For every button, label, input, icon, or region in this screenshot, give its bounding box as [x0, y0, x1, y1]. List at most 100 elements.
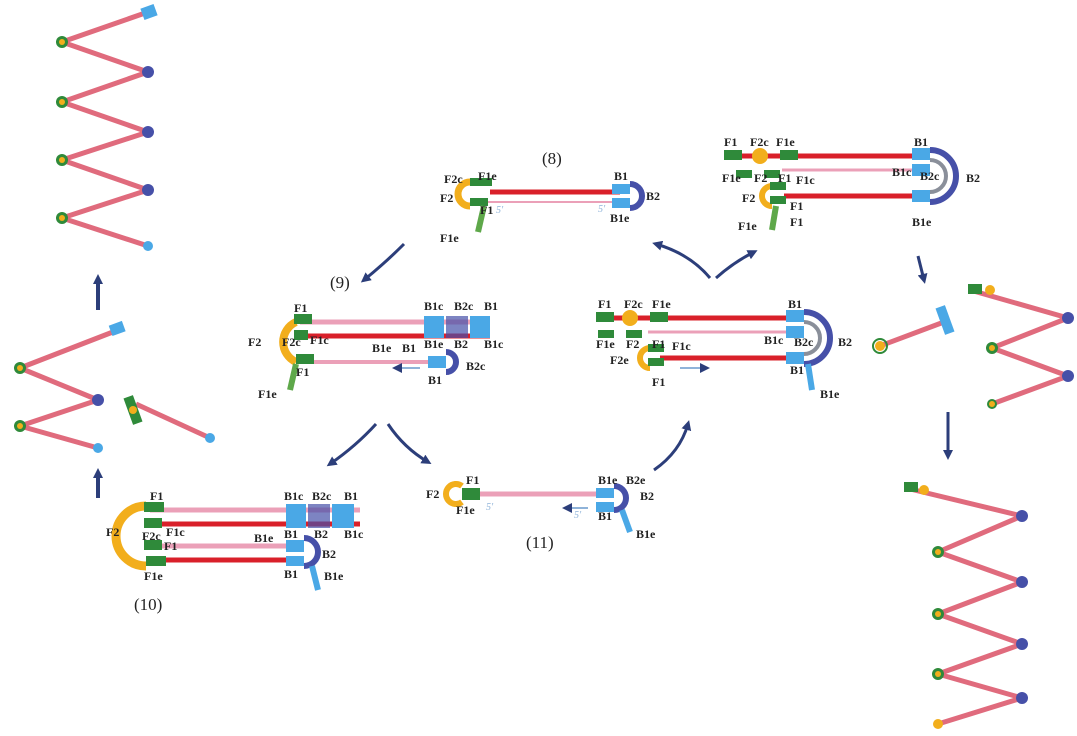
tr-label-f1e: F1e — [776, 135, 795, 149]
label-f2c: F2c — [444, 172, 463, 186]
s9-label-b1c-2: B1c — [484, 337, 504, 351]
label-b1: B1 — [614, 169, 628, 183]
step-label-11: (11) — [526, 533, 554, 552]
s11-label-b1: B1 — [598, 509, 612, 523]
s11-label-b2: B2 — [640, 489, 654, 503]
tr-label-f1-b: F1 — [790, 199, 803, 213]
s10-label-b1c: B1c — [284, 489, 304, 503]
s10-label-b2: B2 — [314, 527, 328, 541]
tr-label-f2c: F2c — [750, 135, 769, 149]
s9-label-b1-2: B1 — [402, 341, 416, 355]
mr-label-f2: F2 — [626, 337, 639, 351]
mr-label-f2e: F2e — [610, 353, 629, 367]
arrow-9-to-10 — [326, 422, 378, 467]
label-5prime: 5' — [496, 205, 504, 216]
mr-label-b1e: B1e — [820, 387, 840, 401]
label-b2: B2 — [646, 189, 660, 203]
s10-label-f1: F1 — [150, 489, 163, 503]
mr-label-f1: F1 — [652, 337, 665, 351]
arrow-11-to-mr — [653, 420, 692, 472]
s9-label-f1c: F1c — [310, 333, 329, 347]
tr-label-b1: B1 — [914, 135, 928, 149]
s10-label-b1e: B1e — [254, 531, 274, 545]
s9-label-b2: B2 — [454, 337, 468, 351]
s10-label-f1-2: F1 — [164, 539, 177, 553]
structure-middle-right: F1 F2c F1e B1 F1e F2 F1 F1c B1c B2c B2 F… — [596, 297, 852, 401]
s11-label-5prime-b: 5' — [574, 510, 582, 521]
label-f1e-b: F1e — [440, 231, 459, 245]
s11-label-b1e-2: B1e — [636, 527, 656, 541]
tr-label-f2-b: F2 — [742, 191, 755, 205]
s11-label-b1e: B1e — [598, 473, 618, 487]
s10-label-f1c: F1c — [166, 525, 185, 539]
tr-label-b1e: B1e — [912, 215, 932, 229]
tr-label-f1-c: F1 — [790, 215, 803, 229]
released-strand-right — [872, 305, 955, 354]
s10-label-b2c: B2c — [312, 489, 332, 503]
released-strand-left — [123, 395, 215, 443]
structure-8: (8) F2c F1e F2 F1 5' F1e B1 B2 5' B1e — [440, 149, 660, 245]
s9-label-b1c: B1c — [424, 299, 444, 313]
arrow-to-top-right — [715, 250, 758, 280]
s11-label-f1e: F1e — [456, 503, 475, 517]
s10-label-b2-2: B2 — [322, 547, 336, 561]
arrow-down-right-1 — [916, 255, 928, 284]
s11-label-5prime: 5' — [486, 502, 494, 513]
s11-label-f1: F1 — [466, 473, 479, 487]
concatemer-left-middle — [14, 320, 126, 453]
mr-label-b1: B1 — [788, 297, 802, 311]
s10-label-f2: F2 — [106, 525, 119, 539]
mr-label-b1c: B1c — [764, 333, 784, 347]
tr-label-f1: F1 — [778, 171, 791, 185]
s9-label-f1e: F1e — [258, 387, 277, 401]
s10-label-b1: B1 — [344, 489, 358, 503]
s10-label-f1e: F1e — [144, 569, 163, 583]
arrow-9-to-11 — [386, 423, 432, 465]
s9-label-f2c: F2c — [282, 335, 301, 349]
label-f1e: F1e — [478, 169, 497, 183]
s9-label-b2c: B2c — [454, 299, 474, 313]
s11-label-f2: F2 — [426, 487, 439, 501]
mr-label-f1c: F1c — [672, 339, 691, 353]
s9-label-f1: F1 — [294, 301, 307, 315]
mr-label-f1e-2: F1e — [596, 337, 615, 351]
step-label-10: (10) — [134, 595, 162, 614]
pathway-arrows — [326, 240, 953, 472]
step-label-9: (9) — [330, 273, 350, 292]
label-5prime-b: 5' — [598, 204, 606, 215]
mr-label-f1e: F1e — [652, 297, 671, 311]
s9-label-f2: F2 — [248, 335, 261, 349]
concatemer-top-left — [56, 3, 158, 251]
tr-label-b2c: B2c — [920, 169, 940, 183]
mr-label-f1: F1 — [598, 297, 611, 311]
s11-label-b2e: B2e — [626, 473, 646, 487]
concatemer-bottom-right — [904, 482, 1028, 729]
label-f2: F2 — [440, 191, 453, 205]
s10-label-b1-3: B1 — [284, 567, 298, 581]
s9-label-f1: F1 — [296, 365, 309, 379]
tr-label-b1c: B1c — [892, 165, 912, 179]
s9-label-b1e: B1e — [424, 337, 444, 351]
structure-top-right: F1 F2c F1e B1 F1e F2 F1 F1c B1c B2c B2 F… — [722, 135, 980, 233]
label-b1e: B1e — [610, 211, 630, 225]
structure-10: (10) F1 F2 F2c F1c F1 F1e B1c B2c B1 B1e… — [106, 489, 364, 614]
tr-label-f2: F2 — [754, 171, 767, 185]
label-f1: F1 — [480, 203, 493, 217]
tr-label-f1c: F1c — [796, 173, 815, 187]
tr-label-f1e-2: F1e — [722, 171, 741, 185]
tr-label-f1e-3: F1e — [738, 219, 757, 233]
mr-label-b1-b: B1 — [790, 363, 804, 377]
s10-label-f2c: F2c — [142, 529, 161, 543]
mr-label-b2: B2 — [838, 335, 852, 349]
tr-label-b2: B2 — [966, 171, 980, 185]
s10-label-b1c-2: B1c — [344, 527, 364, 541]
structure-11: (11) F1 F2 F1e 5' B1e B2e B2 B1 B1e 5' — [426, 473, 656, 552]
step-label-8: (8) — [542, 149, 562, 168]
s9-label-b1e-2: B1e — [372, 341, 392, 355]
tr-label-f1: F1 — [724, 135, 737, 149]
mr-label-f1-b: F1 — [652, 375, 665, 389]
s9-label-b1: B1 — [484, 299, 498, 313]
arrow-8-to-9 — [360, 242, 406, 283]
